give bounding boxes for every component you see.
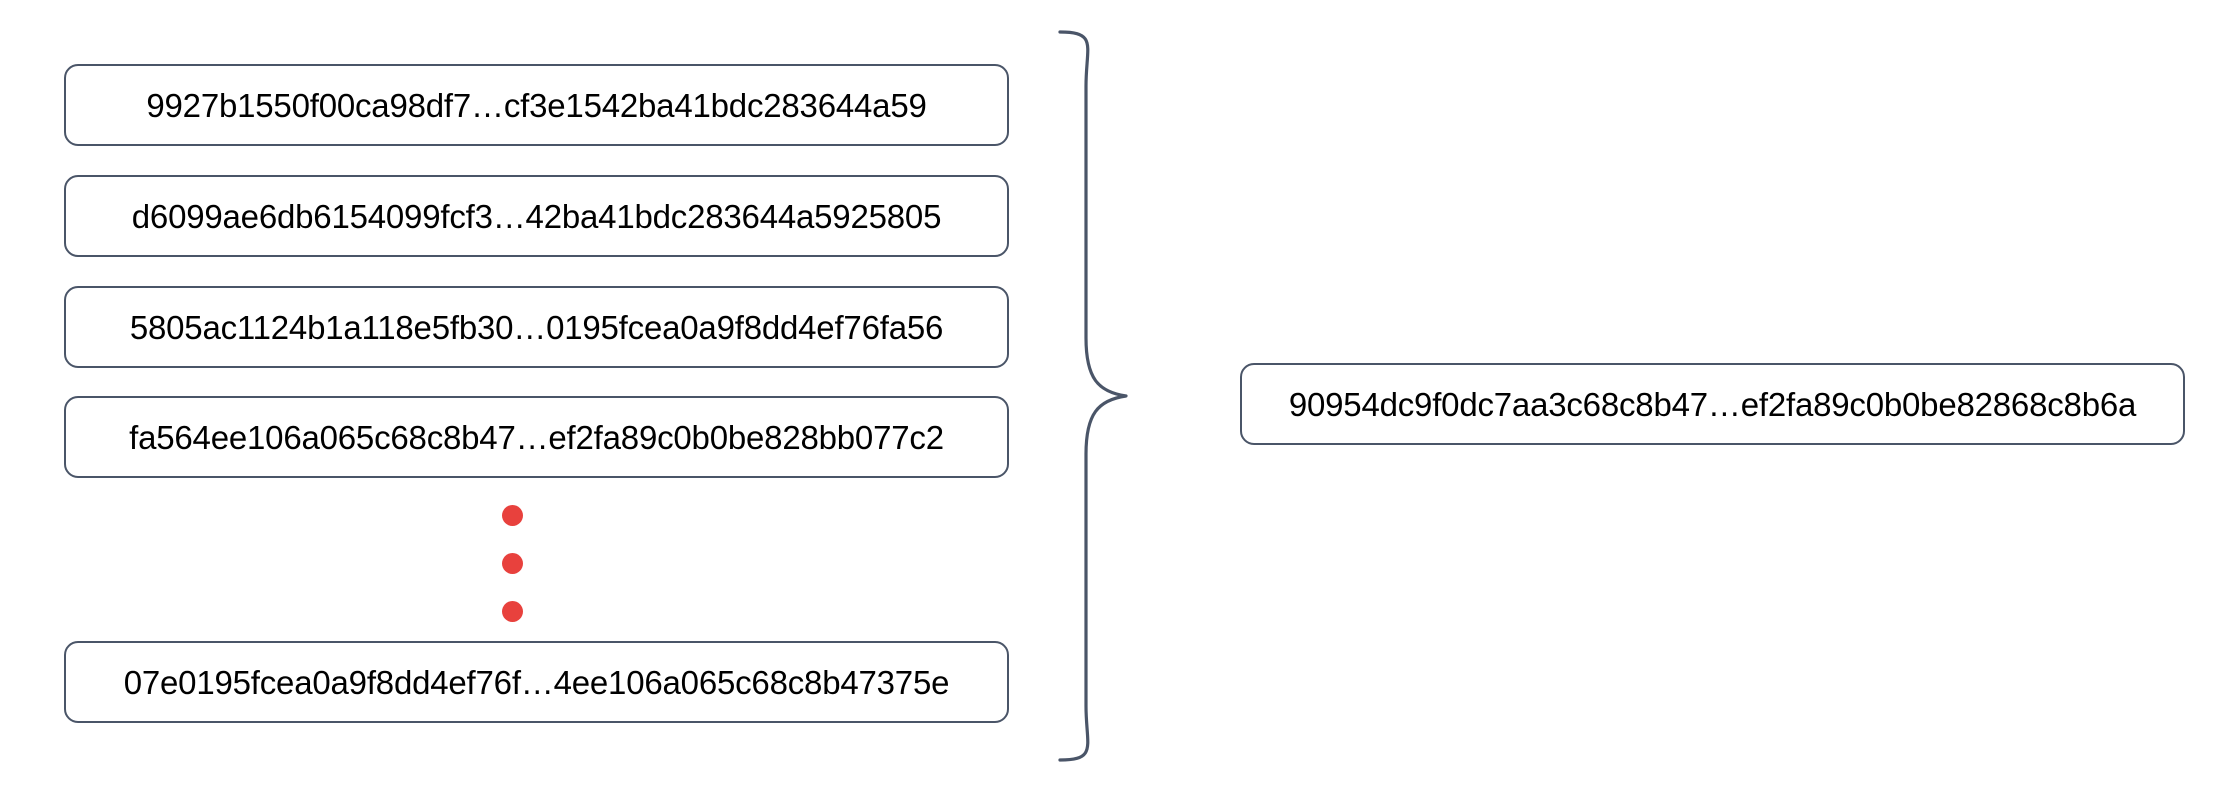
input-hash-box[interactable]: d6099ae6db6154099fcf3…42ba41bdc283644a59… (64, 175, 1009, 257)
ellipsis-dot (502, 601, 523, 622)
ellipsis-dot (502, 505, 523, 526)
hash-value-text: fa564ee106a065c68c8b47…ef2fa89c0b0be828b… (129, 418, 944, 456)
input-hash-box[interactable]: 07e0195fcea0a9f8dd4ef76f…4ee106a065c68c8… (64, 641, 1009, 723)
input-hash-box[interactable]: fa564ee106a065c68c8b47…ef2fa89c0b0be828b… (64, 396, 1009, 478)
hash-value-text: 90954dc9f0dc7aa3c68c8b47…ef2fa89c0b0be82… (1288, 385, 2137, 423)
input-hash-box[interactable]: 9927b1550f00ca98df7…cf3e1542ba41bdc28364… (64, 64, 1009, 146)
hash-value-text: 5805ac1124b1a118e5fb30…0195fcea0a9f8dd4e… (129, 308, 944, 346)
hash-value-text: 07e0195fcea0a9f8dd4ef76f…4ee106a065c68c8… (123, 663, 950, 701)
hash-value-text: d6099ae6db6154099fcf3…42ba41bdc283644a59… (131, 197, 942, 235)
input-hash-box[interactable]: 5805ac1124b1a118e5fb30…0195fcea0a9f8dd4e… (64, 286, 1009, 368)
hash-value-text: 9927b1550f00ca98df7…cf3e1542ba41bdc28364… (146, 86, 927, 124)
brace-svg (1058, 30, 1128, 762)
output-hash-box[interactable]: 90954dc9f0dc7aa3c68c8b47…ef2fa89c0b0be82… (1240, 363, 2185, 445)
grouping-brace-icon (1040, 20, 1170, 772)
ellipsis-dot (502, 553, 523, 574)
